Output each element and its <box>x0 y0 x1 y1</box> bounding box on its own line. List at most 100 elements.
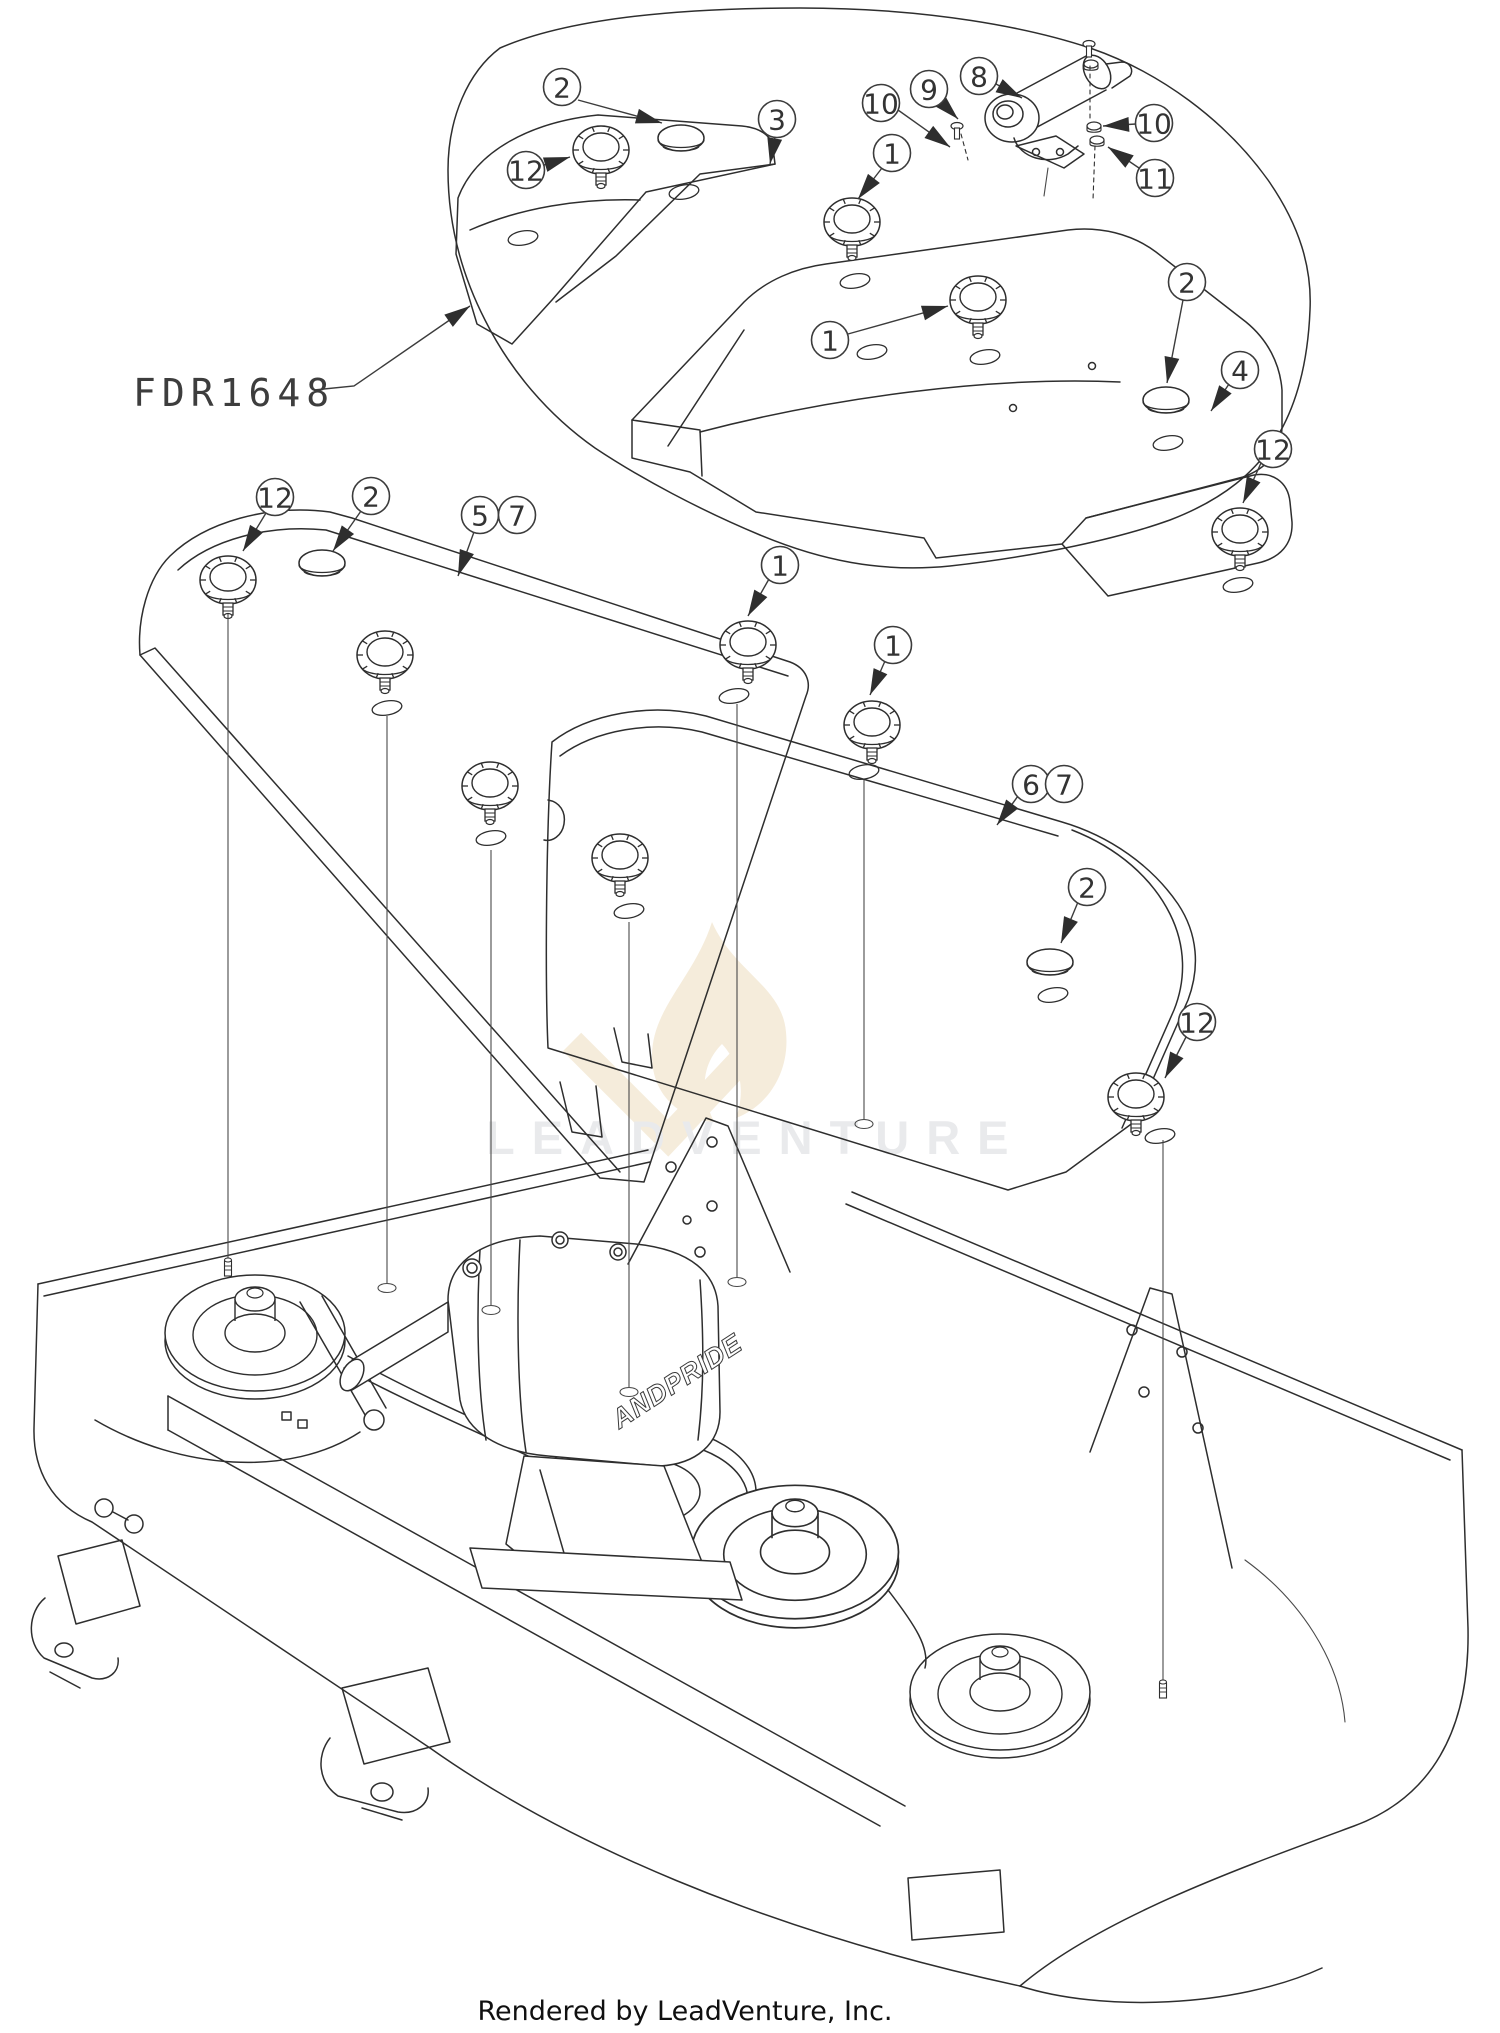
stud <box>223 1257 233 1277</box>
callout-balloon-2[interactable] <box>1067 867 1107 907</box>
callout-1: 1 <box>810 305 949 360</box>
callout-balloon-12[interactable] <box>1177 1002 1217 1042</box>
callout-balloon-12[interactable] <box>255 477 295 517</box>
callout-balloon-9[interactable] <box>909 69 949 109</box>
callout-8: 8 <box>959 56 1023 99</box>
callout-balloon-10[interactable] <box>861 83 901 123</box>
idler-arm <box>299 1295 387 1431</box>
alignment-dash <box>960 133 969 161</box>
callout-balloon-11[interactable] <box>1135 158 1175 198</box>
wing-knob <box>1107 1072 1165 1137</box>
shield-bracket-center <box>627 1117 791 1273</box>
nut <box>1089 135 1105 147</box>
callout-balloon-12[interactable] <box>1253 429 1293 469</box>
callout-balloon-1[interactable] <box>873 625 913 665</box>
callout-balloon-7[interactable] <box>497 495 537 535</box>
hole-mark <box>727 1276 747 1288</box>
mount-hole <box>717 685 751 707</box>
footer-credit: Rendered by LeadVenture, Inc. <box>477 1996 893 2027</box>
callout-number: 2 <box>553 72 571 105</box>
callout-10: 10 <box>1102 103 1174 143</box>
callout-balloon-2[interactable] <box>542 67 582 107</box>
roller-assembly <box>984 54 1133 197</box>
callout-balloon-8[interactable] <box>959 56 999 96</box>
arrowhead <box>920 305 948 321</box>
callout-number: 10 <box>863 88 899 121</box>
watermark-flame-icon <box>652 922 787 1122</box>
callout-number: 12 <box>1255 434 1291 467</box>
callout-balloon-10[interactable] <box>1134 103 1174 143</box>
callout-number: 4 <box>1231 355 1249 388</box>
mount-hole <box>370 697 404 719</box>
watermark-text: LEADVENTURE <box>486 1111 1026 1164</box>
callout-2: 2 <box>1060 867 1107 944</box>
mount-hole <box>1036 984 1070 1006</box>
callout-1: 1 <box>747 545 800 617</box>
mount-hole <box>474 827 508 849</box>
leadventure-watermark: LEADVENTURE <box>486 922 1026 1164</box>
wing-knob <box>823 197 881 262</box>
callout-balloon-7[interactable] <box>1044 764 1084 804</box>
callout-number: 12 <box>508 155 544 188</box>
plug-cap <box>1142 386 1190 414</box>
callout-9: 9 <box>909 69 959 120</box>
callout-balloon-1[interactable] <box>872 133 912 173</box>
mount-hole <box>838 270 872 292</box>
arrowhead <box>333 525 355 551</box>
callout-number: 1 <box>884 630 902 663</box>
wing-knob <box>949 275 1007 340</box>
model-leader-line <box>313 305 471 391</box>
hole-mark <box>377 1282 397 1294</box>
callout-number: 9 <box>920 74 938 107</box>
hitch-clevis-left <box>30 1539 141 1689</box>
wing-knob <box>1211 507 1269 572</box>
arrowhead <box>995 79 1022 98</box>
mower-deck <box>33 1149 1469 2004</box>
callout-number: 12 <box>257 482 293 515</box>
callout-number: 5 <box>471 500 489 533</box>
detail-blob-outline <box>447 7 1311 569</box>
front-belt-cover-right <box>543 709 1197 1191</box>
callout-2: 2 <box>332 476 391 552</box>
hole-mark <box>619 1386 639 1398</box>
callout-7: 7 <box>1044 764 1084 804</box>
wing-knob <box>356 630 414 695</box>
belt-cover-top-right <box>631 228 1293 597</box>
callout-balloon-1[interactable] <box>810 320 850 360</box>
arrowhead <box>858 173 880 199</box>
callout-balloon-1[interactable] <box>760 545 800 585</box>
arrowhead <box>243 524 263 551</box>
callout-number: 1 <box>771 550 789 583</box>
stud <box>1158 1679 1168 1699</box>
plug-cap <box>1026 948 1074 976</box>
wing-knob <box>719 620 777 685</box>
mount-hole <box>855 341 889 363</box>
small-hole <box>1087 361 1097 371</box>
callout-number: 7 <box>508 500 526 533</box>
small-hole <box>1031 147 1041 157</box>
mount-hole <box>968 346 1002 368</box>
arrowhead <box>997 799 1019 825</box>
arrowhead <box>767 137 783 164</box>
callout-balloon-4[interactable] <box>1220 350 1260 390</box>
callout-balloon-2[interactable] <box>1167 262 1207 302</box>
mount-hole <box>1221 574 1255 596</box>
callout-12: 12 <box>242 477 295 552</box>
callout-1: 1 <box>857 133 912 200</box>
callout-balloon-2[interactable] <box>351 476 391 516</box>
wing-knob <box>199 555 257 620</box>
nut <box>1086 121 1102 133</box>
spindle-pulley-left <box>164 1274 346 1400</box>
callout-number: 2 <box>1078 872 1096 905</box>
arrowhead <box>870 668 888 695</box>
callout-balloon-12[interactable] <box>506 150 546 190</box>
callout-balloon-3[interactable] <box>757 99 797 139</box>
callout-11: 11 <box>1107 146 1175 198</box>
callout-12: 12 <box>1242 429 1293 504</box>
hole-mark <box>481 1304 501 1316</box>
wing-knob <box>461 761 519 826</box>
arrowhead <box>1108 147 1134 168</box>
callout-number: 8 <box>970 61 988 94</box>
